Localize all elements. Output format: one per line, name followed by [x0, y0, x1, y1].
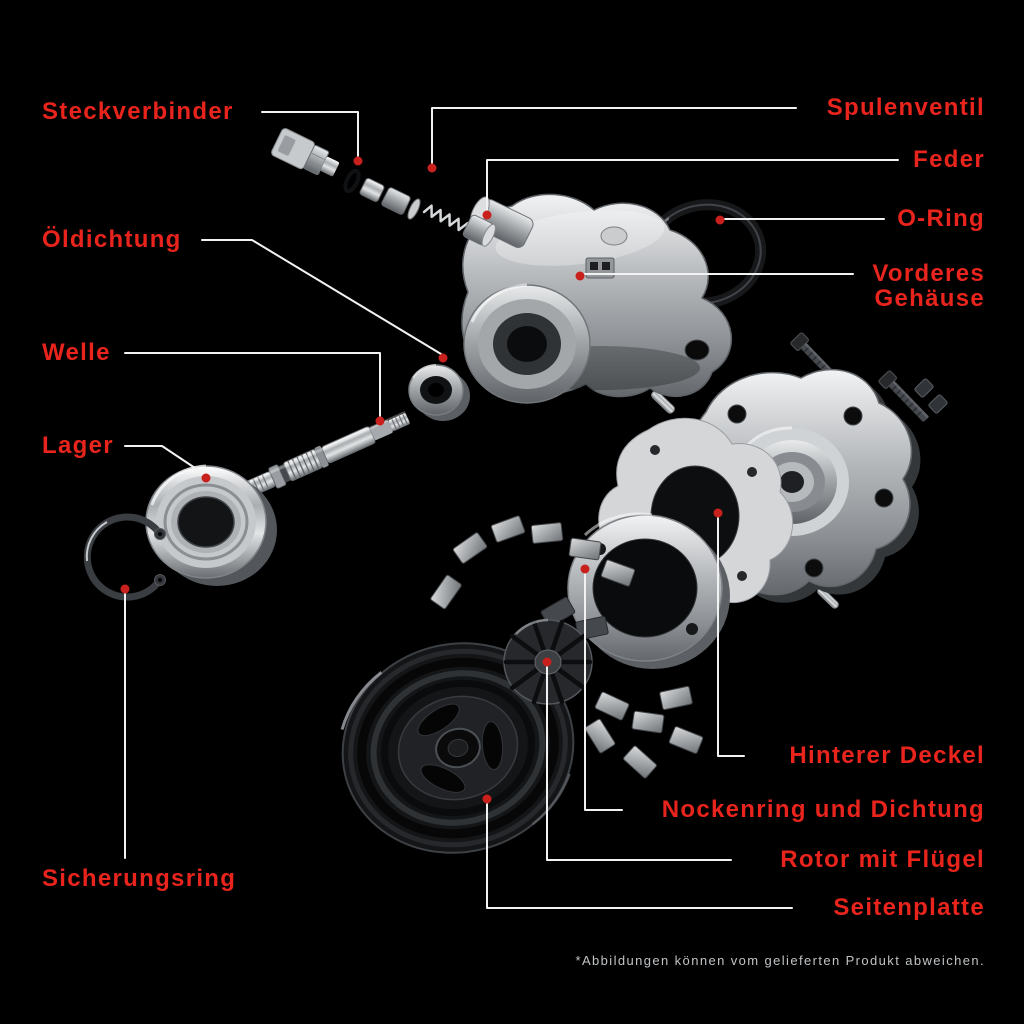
marker-welle	[375, 416, 385, 426]
vane-part	[430, 574, 462, 610]
marker-rotor	[542, 657, 552, 667]
marker-feder	[482, 210, 492, 220]
snap-ring-part	[83, 513, 166, 601]
label-nockenring-und-dichtung: Nockenring und Dichtung	[661, 796, 985, 823]
oil-seal-part	[408, 364, 470, 421]
label-rotor-mit-fluegel: Rotor mit Flügel	[780, 846, 985, 873]
connector-part	[271, 128, 339, 177]
vane-part	[490, 515, 526, 543]
valve-o-ring-part	[343, 168, 361, 194]
marker-seitenplatte	[482, 794, 492, 804]
label-hinterer-deckel: Hinterer Deckel	[789, 742, 985, 769]
vane-part	[631, 710, 665, 734]
marker-spulenventil	[427, 163, 437, 173]
leader-nockenring	[584, 573, 623, 811]
vane-part	[530, 522, 564, 544]
leader-steckverbinder	[261, 111, 359, 157]
label-sicherungsring: Sicherungsring	[42, 865, 237, 892]
label-vorderes-gehaeuse: Vorderes Gehäuse	[872, 260, 985, 312]
vane-part	[623, 745, 657, 779]
vane-part	[584, 718, 616, 754]
valve-sleeve-part	[462, 214, 496, 247]
marker-vorderes-gehaeuse	[575, 271, 585, 281]
vane-part	[594, 691, 630, 721]
pulley-part	[340, 642, 575, 854]
spring-part	[422, 204, 469, 235]
label-spulenventil: Spulenventil	[826, 94, 985, 121]
label-oeldichtung: Öldichtung	[42, 226, 182, 253]
marker-o-ring	[715, 215, 725, 225]
vane-part	[452, 532, 488, 564]
label-lager: Lager	[42, 432, 114, 459]
vane-part	[659, 685, 693, 711]
label-seitenplatte: Seitenplatte	[833, 894, 985, 921]
vane-part	[568, 537, 602, 561]
vane-part	[668, 726, 704, 754]
bolt-icon	[878, 370, 930, 422]
leader-spulenventil	[431, 107, 797, 164]
solenoid-valve-part	[381, 187, 411, 215]
marker-steckverbinder	[353, 156, 363, 166]
leader-welle	[124, 352, 381, 417]
marker-nockenring	[580, 564, 590, 574]
shaft-part	[234, 411, 410, 501]
leader-lager	[124, 445, 205, 475]
nut-icon	[928, 394, 948, 414]
front-housing-part	[461, 193, 733, 404]
vane-part	[600, 559, 636, 587]
leader-hinterer-deckel	[717, 517, 745, 757]
bearing-part	[145, 464, 277, 586]
disclaimer-text: *Abbildungen können vom gelieferten Prod…	[575, 953, 985, 968]
leader-oeldichtung	[201, 239, 442, 355]
label-steckverbinder: Steckverbinder	[42, 98, 234, 125]
solenoid-valve-part	[359, 178, 385, 202]
marker-sicherungsring	[120, 584, 130, 594]
label-feder: Feder	[913, 146, 985, 173]
label-welle: Welle	[42, 339, 111, 366]
leader-lines	[120, 107, 899, 909]
leader-feder	[486, 159, 899, 211]
label-o-ring: O-Ring	[897, 205, 985, 232]
marker-oeldichtung	[438, 353, 448, 363]
leader-seitenplatte	[486, 803, 793, 909]
marker-lager	[201, 473, 211, 483]
marker-hinterer-deckel	[713, 508, 723, 518]
leader-rotor	[546, 666, 732, 861]
dowel-pin-icon	[651, 390, 675, 414]
nut-icon	[914, 378, 934, 398]
valve-disc-part	[407, 198, 421, 220]
